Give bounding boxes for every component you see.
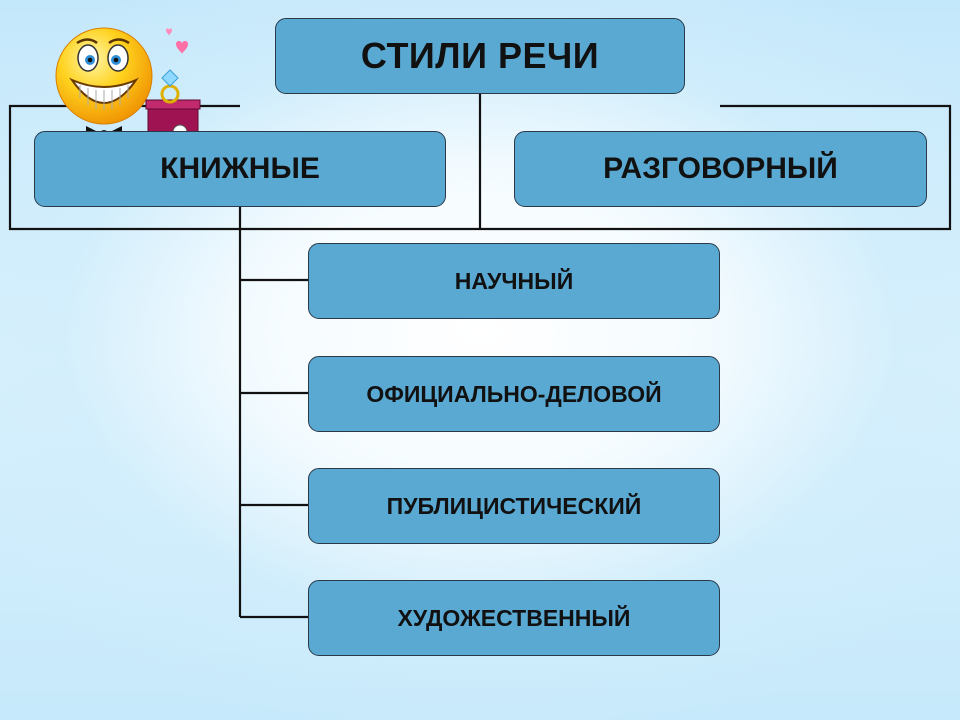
node-scientific-label: НАУЧНЫЙ (454, 267, 574, 294)
node-official-business: ОФИЦИАЛЬНО-ДЕЛОВОЙ (308, 356, 720, 432)
node-books: КНИЖНЫЕ (34, 131, 446, 207)
root-node-label: СТИЛИ РЕЧИ (360, 35, 600, 76)
node-journalistic: ПУБЛИЦИСТИЧЕСКИЙ (308, 468, 720, 544)
root-node: СТИЛИ РЕЧИ (275, 18, 685, 94)
node-books-label: КНИЖНЫЕ (160, 152, 320, 185)
node-artistic: ХУДОЖЕСТВЕННЫЙ (308, 580, 720, 656)
node-scientific: НАУЧНЫЙ (308, 243, 720, 319)
node-journalistic-label: ПУБЛИЦИСТИЧЕСКИЙ (386, 492, 642, 519)
node-conversational: РАЗГОВОРНЫЙ (514, 131, 927, 207)
node-official-business-label: ОФИЦИАЛЬНО-ДЕЛОВОЙ (366, 380, 662, 407)
connector-right-frame (480, 104, 952, 231)
node-artistic-label: ХУДОЖЕСТВЕННЫЙ (397, 604, 631, 631)
node-conversational-label: РАЗГОВОРНЫЙ (603, 152, 838, 185)
smiley-with-gift-icon (55, 27, 201, 139)
